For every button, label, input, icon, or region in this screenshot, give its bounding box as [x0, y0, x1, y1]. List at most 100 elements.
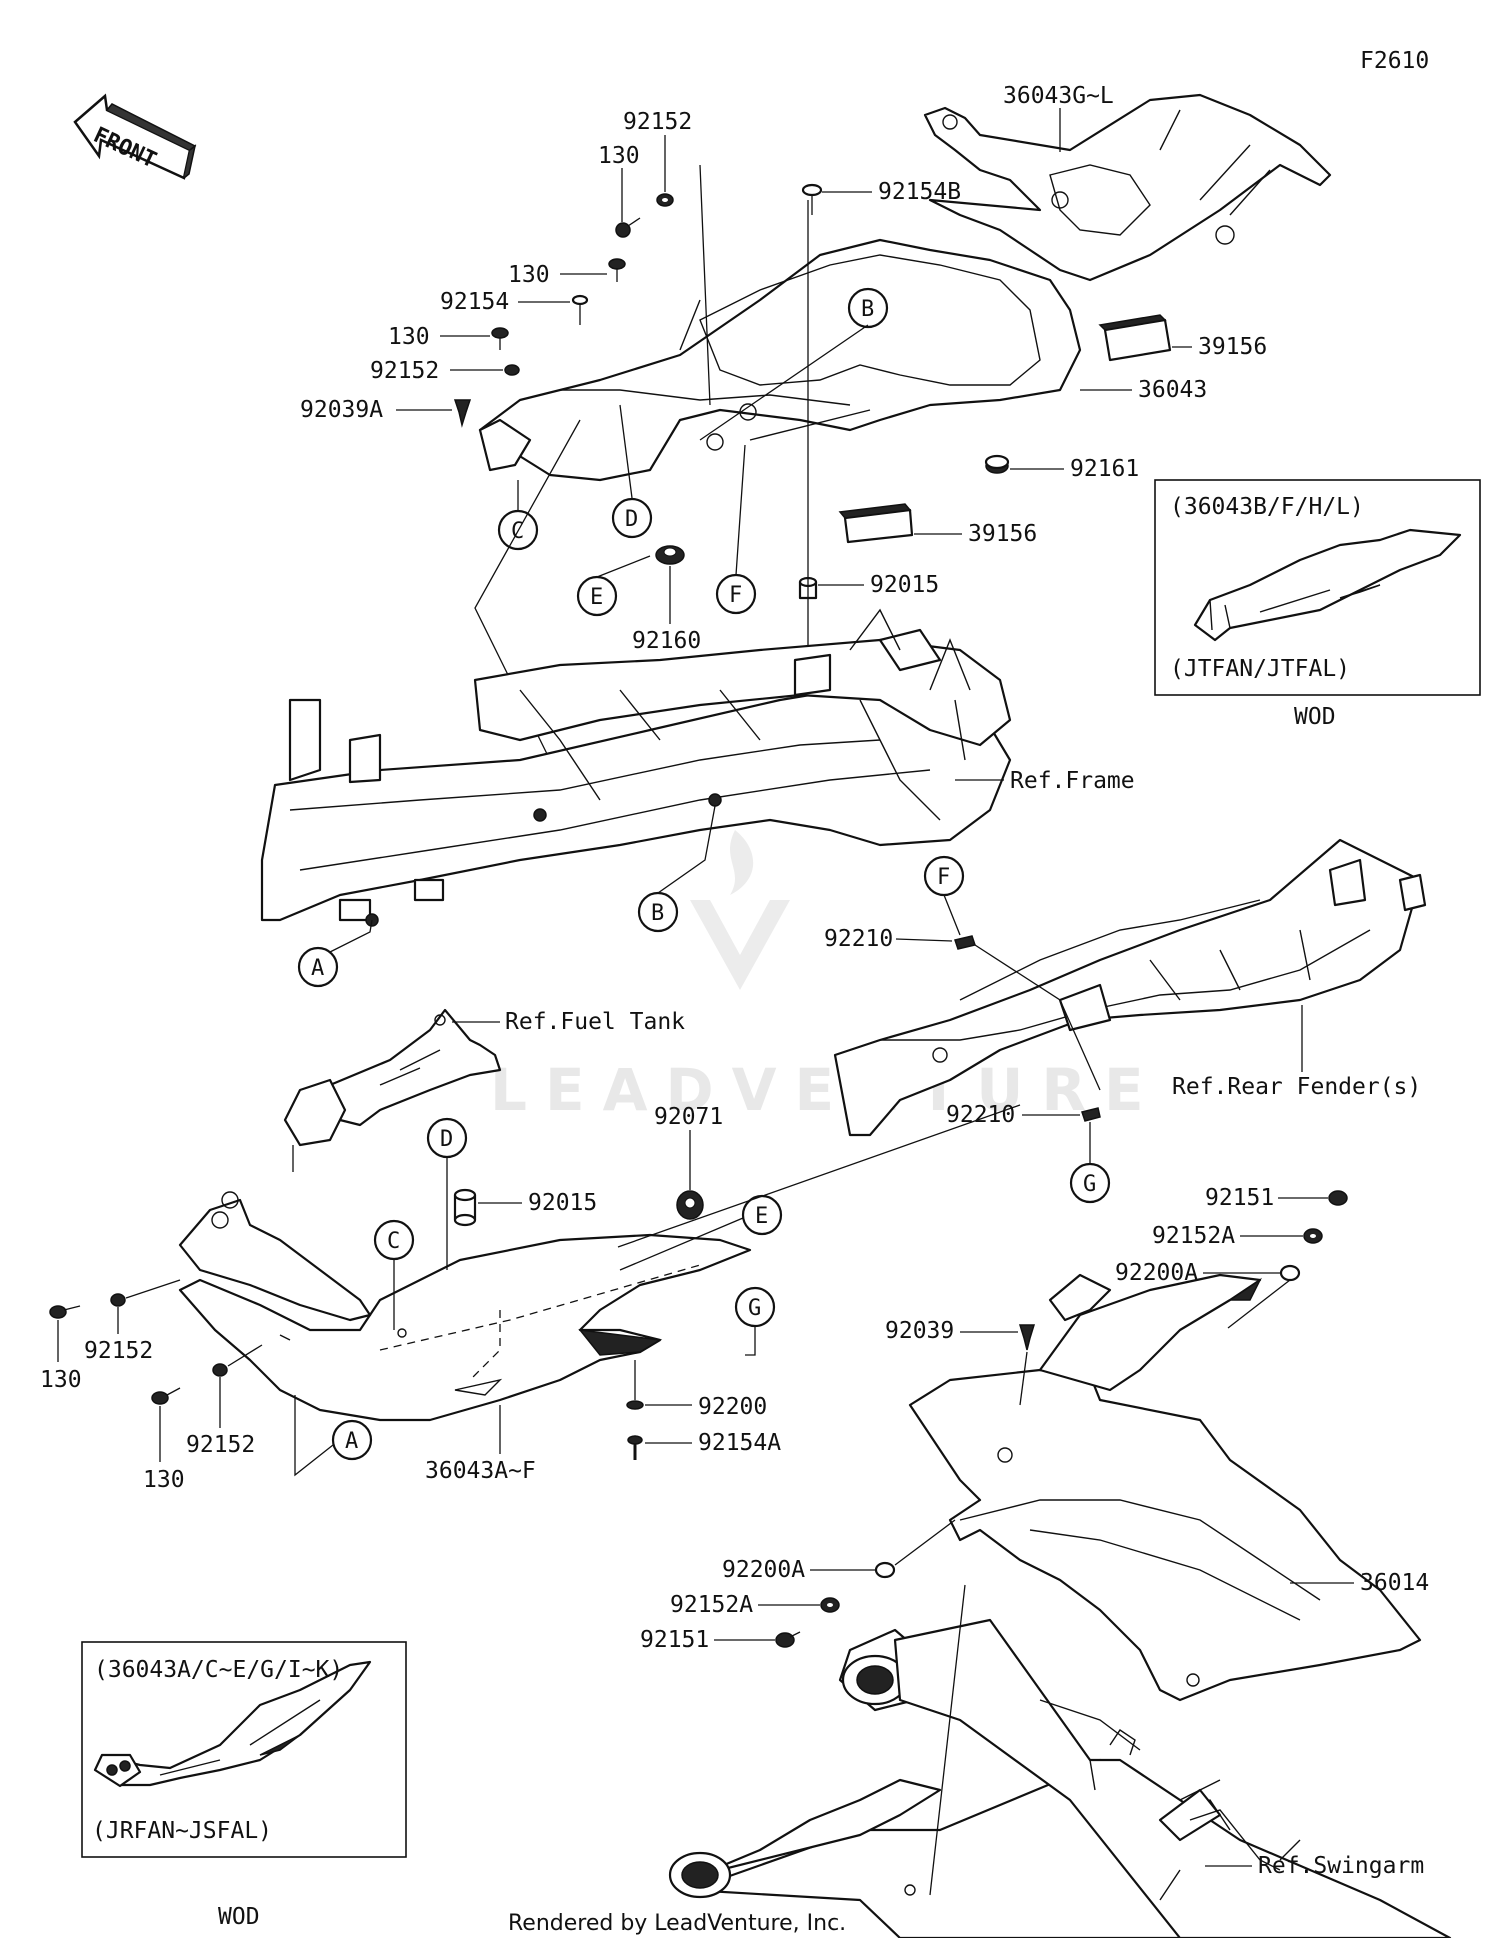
- callout-E-cover: E: [741, 1194, 783, 1236]
- label-92152-c: 92152: [84, 1338, 153, 1364]
- pad-39156-upper: [1098, 314, 1172, 362]
- clip-92039: [1018, 1324, 1036, 1351]
- bolt-130-a: [615, 217, 641, 238]
- grommet-92071: [676, 1190, 704, 1220]
- bolt-92151-lower: [775, 1631, 801, 1648]
- callout-F-upper: F: [715, 573, 757, 615]
- callout-D-cover: D: [426, 1117, 468, 1159]
- svg-text:E: E: [755, 1204, 768, 1229]
- bolt-130-b: [608, 258, 626, 282]
- svg-text:B: B: [861, 297, 874, 322]
- label-130-b: 130: [508, 262, 550, 288]
- pad-39156-lower: [838, 503, 914, 544]
- label-36043: 36043: [1138, 377, 1207, 403]
- bolt-130-d: [49, 1305, 81, 1319]
- label-92210-lower: 92210: [946, 1102, 1015, 1128]
- washer-92152-b: [504, 364, 520, 376]
- label-ref-frame: Ref.Frame: [1010, 768, 1135, 794]
- washer-92152A-upper: [1303, 1228, 1323, 1244]
- diagram-code: F2610: [1360, 48, 1429, 74]
- label-92161: 92161: [1070, 456, 1139, 482]
- collar-92015-lower: [453, 1188, 477, 1227]
- front-arrow-icon: FRONT: [73, 93, 197, 180]
- rear-fender: [833, 838, 1427, 1137]
- credit-text: Rendered by LeadVenture, Inc.: [508, 1911, 846, 1936]
- svg-text:F: F: [729, 583, 742, 608]
- screw-92154: [571, 294, 589, 325]
- label-92152-a: 92152: [623, 109, 692, 135]
- svg-text:C: C: [387, 1229, 400, 1254]
- screw-92154B: [801, 183, 823, 215]
- callout-B-frame: B: [637, 891, 679, 933]
- label-92039: 92039: [885, 1318, 954, 1344]
- svg-text:D: D: [625, 507, 638, 532]
- label-36043A-F: 36043A~F: [425, 1458, 536, 1484]
- label-92151-lower: 92151: [640, 1627, 709, 1653]
- label-92200A-upper: 92200A: [1115, 1260, 1198, 1286]
- label-92200: 92200: [698, 1394, 767, 1420]
- label-92152A-lower: 92152A: [670, 1592, 753, 1618]
- label-130-e: 130: [143, 1467, 185, 1493]
- inset-top-models: (36043B/F/H/L): [1170, 494, 1364, 520]
- callout-C-cover: C: [373, 1219, 415, 1261]
- svg-text:D: D: [440, 1127, 453, 1152]
- callout-G-fender: G: [1069, 1162, 1111, 1204]
- svg-text:G: G: [1083, 1172, 1096, 1197]
- svg-text:A: A: [345, 1429, 358, 1454]
- frame: [260, 608, 1012, 927]
- clip-92210-lower: [1081, 1107, 1101, 1122]
- tail-cowl-36043: [478, 238, 1082, 482]
- label-92152A-upper: 92152A: [1152, 1223, 1235, 1249]
- washer-92152A-lower: [820, 1597, 840, 1613]
- label-92015-upper: 92015: [870, 572, 939, 598]
- callout-E-upper: E: [576, 575, 618, 617]
- washer-92152-c: [110, 1293, 126, 1307]
- inset-bottom-models: (36043A/C~E/G/I~K): [94, 1657, 343, 1683]
- callout-A-cover: A: [331, 1419, 373, 1461]
- clip-92210-upper: [954, 935, 976, 950]
- label-36043G-L: 36043G~L: [1003, 83, 1114, 109]
- label-ref-rear-fender: Ref.Rear Fender(s): [1172, 1074, 1421, 1100]
- label-92154: 92154: [440, 289, 509, 315]
- label-130-a: 130: [598, 143, 640, 169]
- label-92039A: 92039A: [300, 397, 383, 423]
- svg-text:E: E: [590, 585, 603, 610]
- side-cover-36043A-F: [178, 1191, 752, 1422]
- label-92152-d: 92152: [186, 1432, 255, 1458]
- fuel-tank-bracket: [283, 1008, 502, 1147]
- label-92154A: 92154A: [698, 1430, 781, 1456]
- label-130-d: 130: [40, 1367, 82, 1393]
- side-cover-36043G-L: [923, 93, 1332, 282]
- washer-92200A-lower: [874, 1561, 896, 1579]
- inset-top-variants: (JTFAN/JTFAL): [1170, 656, 1350, 682]
- washer-92152-a: [656, 193, 674, 207]
- callout-G-cover: G: [734, 1286, 776, 1328]
- swingarm: [668, 1618, 1452, 1938]
- label-92015-lower: 92015: [528, 1190, 597, 1216]
- watermark-text: LEADVENTURE: [490, 1056, 1162, 1124]
- callout-A-frame: A: [297, 946, 339, 988]
- label-36014: 36014: [1360, 1570, 1429, 1596]
- inset-top-caption: WOD: [1294, 704, 1336, 730]
- label-92151-upper: 92151: [1205, 1185, 1274, 1211]
- grommet-92161: [984, 454, 1010, 474]
- label-39156-upper: 39156: [1198, 334, 1267, 360]
- inset-top: [1154, 479, 1481, 696]
- bolt-92151-upper: [1328, 1190, 1348, 1206]
- inset-bottom-caption: WOD: [218, 1904, 260, 1930]
- label-130-c: 130: [388, 324, 430, 350]
- svg-text:B: B: [651, 901, 664, 926]
- screw-92154A: [627, 1435, 643, 1460]
- callout-D-upper: D: [611, 497, 653, 539]
- label-39156-lower: 39156: [968, 521, 1037, 547]
- bolt-130-c: [491, 327, 509, 350]
- svg-text:G: G: [748, 1296, 761, 1321]
- bolt-130-e: [151, 1387, 181, 1405]
- label-92152-b: 92152: [370, 358, 439, 384]
- grommet-92160: [655, 545, 685, 565]
- label-ref-fuel-tank: Ref.Fuel Tank: [505, 1009, 685, 1035]
- watermark: LEADVENTURE: [490, 830, 1162, 1124]
- inset-bottom: [81, 1641, 407, 1858]
- label-92210-upper: 92210: [824, 926, 893, 952]
